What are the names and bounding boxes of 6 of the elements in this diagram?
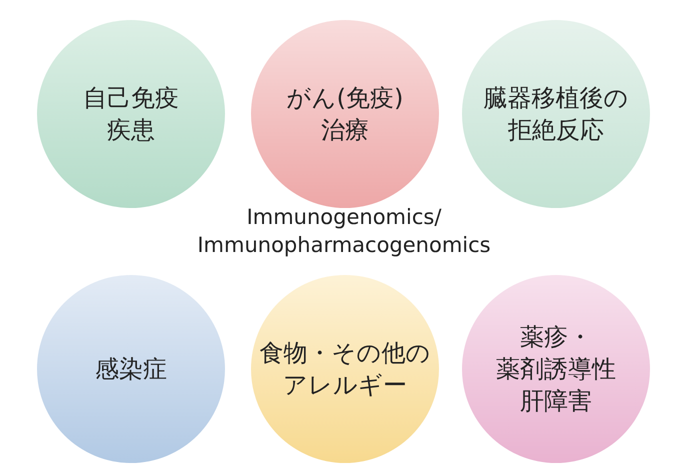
topic-circle: 食物・その他のアレルギー — [251, 275, 439, 463]
topic-circle: 臓器移植後の拒絶反応 — [462, 20, 650, 208]
topic-circle: 薬疹・薬剤誘導性肝障害 — [462, 275, 650, 463]
topic-circle: がん(免疫)治療 — [251, 20, 439, 208]
topic-circle: 感染症 — [37, 275, 225, 463]
topic-circle: 自己免疫疾患 — [37, 20, 225, 208]
